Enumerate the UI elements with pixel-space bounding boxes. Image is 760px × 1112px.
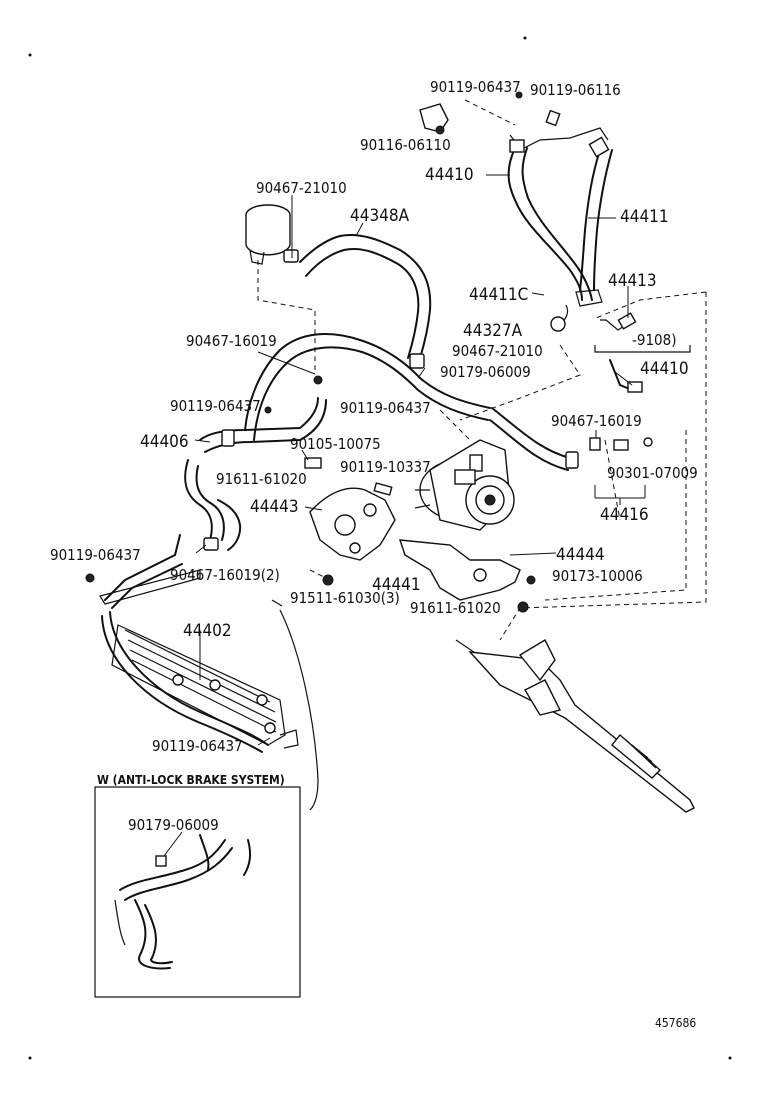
label-44411C: 44411C bbox=[469, 285, 528, 305]
label-44402: 44402 bbox=[183, 621, 232, 641]
label-44410-right: 44410 bbox=[640, 359, 689, 379]
label-44406: 44406 bbox=[140, 432, 189, 452]
label-90467-21010-top: 90467-21010 bbox=[256, 179, 347, 197]
label-9108-range: -9108) bbox=[632, 331, 676, 349]
label-44411: 44411 bbox=[620, 207, 669, 227]
pressure-hose-to-pump bbox=[489, 312, 691, 471]
label-90119-06437-center: 90119-06437 bbox=[340, 399, 431, 417]
hose-44410-44411-assembly bbox=[419, 91, 613, 332]
label-44348A: 44348A bbox=[350, 206, 410, 226]
label-90467-21010-mid: 90467-21010 bbox=[452, 342, 543, 360]
return-hose-44406 bbox=[184, 333, 491, 551]
label-90179-06009-mid: 90179-06009 bbox=[440, 363, 531, 381]
label-44443: 44443 bbox=[250, 497, 299, 517]
label-90467-16019-left: 90467-16019 bbox=[186, 332, 277, 350]
inset-title-abs: W (ANTI-LOCK BRAKE SYSTEM) bbox=[97, 773, 285, 787]
label-90119-06437-left: 90119-06437 bbox=[170, 397, 261, 415]
label-90119-06116: 90119-06116 bbox=[530, 81, 621, 99]
label-90173-10006: 90173-10006 bbox=[552, 567, 643, 585]
part-number-labels: 90119-06437 90119-06116 90116-06110 4441… bbox=[50, 78, 698, 1030]
label-44413: 44413 bbox=[608, 271, 657, 291]
leader-lines bbox=[163, 174, 653, 857]
power-steering-pump bbox=[414, 439, 515, 531]
label-44444: 44444 bbox=[556, 545, 605, 565]
label-91511-61030-3: 91511-61030(3) bbox=[290, 589, 400, 607]
label-44327A: 44327A bbox=[463, 321, 523, 341]
label-90105-10075: 90105-10075 bbox=[290, 435, 381, 453]
label-91611-61020-left: 91611-61020 bbox=[216, 470, 307, 488]
brackets bbox=[304, 457, 536, 613]
label-90467-16019-right: 90467-16019 bbox=[551, 412, 642, 430]
label-90119-06437-top: 90119-06437 bbox=[430, 78, 521, 96]
abs-inset-box bbox=[94, 786, 301, 998]
label-44416: 44416 bbox=[600, 505, 649, 525]
reservoir-and-hose-44348A bbox=[245, 204, 432, 369]
label-90116-06110: 90116-06110 bbox=[360, 136, 451, 154]
label-90119-06437-bottom: 90119-06437 bbox=[152, 737, 243, 755]
oil-cooler-44402 bbox=[85, 534, 319, 811]
label-91611-61020-right: 91611-61020 bbox=[410, 599, 501, 617]
label-90119-06437-lower: 90119-06437 bbox=[50, 546, 141, 564]
label-90301-07009: 90301-07009 bbox=[607, 464, 698, 482]
label-90467-16019-2: 90467-16019(2) bbox=[170, 566, 280, 584]
label-44410-top: 44410 bbox=[425, 165, 474, 185]
figure-id: 457686 bbox=[655, 1016, 696, 1030]
label-90119-10337: 90119-10337 bbox=[340, 458, 431, 476]
label-90179-06009-inset: 90179-06009 bbox=[128, 816, 219, 834]
steering-rack-gear bbox=[455, 639, 695, 813]
label-44441: 44441 bbox=[372, 575, 421, 595]
corner-marks bbox=[28, 36, 732, 1060]
